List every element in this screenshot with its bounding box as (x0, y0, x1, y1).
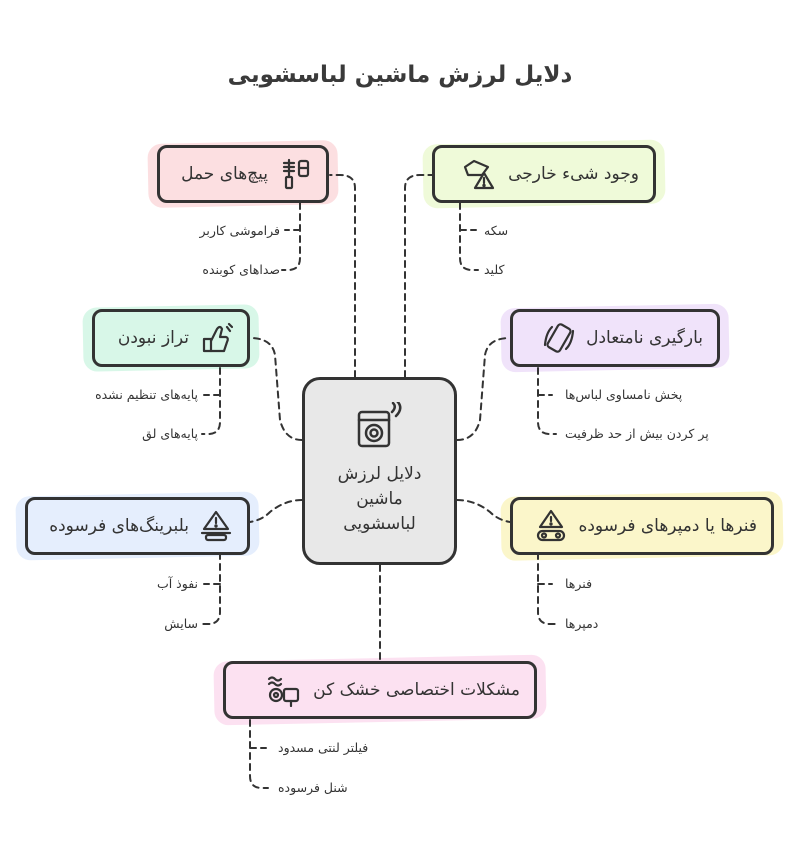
leaf-line-unbalanced-load (537, 367, 557, 435)
connector-worn-bearings (249, 499, 303, 523)
leaf-item: فنرها (565, 576, 593, 591)
branch-label: فنرها یا دمپرهای فرسوده (578, 516, 757, 536)
leaf-item: پر کردن بیش از حد ظرفیت (565, 426, 709, 441)
connector-unbalanced-load (456, 337, 511, 441)
branch-label: بارگیری نامتعادل (586, 328, 703, 348)
leaf-line-springs-dampers (537, 552, 557, 625)
leaf-item: شنل فرسوده (278, 780, 348, 795)
tilted-load-icon (544, 323, 575, 353)
branch-label: بلبرینگ‌های فرسوده (49, 516, 189, 536)
washing-machine-icon (357, 399, 401, 448)
connector-shipping-bolts (329, 174, 356, 378)
leaf-item: نفوذ آب (156, 576, 198, 591)
bolt-tools-icon (282, 158, 310, 190)
leaf-line-dryer-issues (249, 719, 269, 789)
branch-dryer-issues[interactable]: مشکلات اختصاصی خشک کن (213, 654, 547, 726)
leaf-line-uneven-level (201, 367, 221, 435)
branch-shipping-bolts[interactable]: پیچ‌های حمل (147, 140, 339, 208)
object-warning-icon (464, 159, 495, 190)
leaf-line-shipping-bolts (281, 202, 301, 271)
branch-uneven-level[interactable]: تراز نبودن (82, 304, 260, 372)
branch-label: وجود شیء خارجی (508, 164, 639, 184)
leaf-item: سکه (484, 223, 509, 238)
leaf-item: سایش (164, 616, 198, 631)
bearing-warning-icon (200, 510, 232, 542)
branch-label: مشکلات اختصاصی خشک کن (313, 680, 520, 700)
connector-uneven-level (249, 337, 303, 441)
leveling-hand-icon (202, 322, 233, 353)
leaf-item: پایه‌های لق (142, 426, 198, 441)
leaf-item: پایه‌های تنظیم نشده (95, 387, 198, 402)
connector-foreign-object (404, 174, 433, 378)
dryer-icon (268, 676, 300, 707)
leaf-item: دمپرها (565, 616, 599, 631)
leaf-item: کلید (484, 262, 505, 277)
central-topic-node[interactable]: دلایل لرزش ماشین لباسشویی (302, 377, 457, 565)
branch-foreign-object[interactable]: وجود شیء خارجی (422, 139, 666, 209)
spring-warning-icon (537, 509, 566, 542)
central-topic-label: دلایل لرزش ماشین لباسشویی (337, 464, 422, 534)
leaf-item: پخش نامساوی لباس‌ها (565, 387, 683, 402)
leaf-line-foreign-object (459, 202, 479, 271)
branch-springs-dampers[interactable]: فنرها یا دمپرهای فرسوده (500, 491, 784, 561)
connector-springs-dampers (456, 499, 511, 523)
branch-worn-bearings[interactable]: بلبرینگ‌های فرسوده (15, 491, 260, 561)
branch-label: پیچ‌های حمل (181, 164, 268, 184)
leaf-item: فیلتر لنتی مسدود (278, 740, 369, 755)
leaf-line-worn-bearings (201, 552, 221, 625)
leaf-item: صداهای کوبنده (202, 262, 280, 277)
leaf-item: فراموشی کاربر (199, 223, 280, 238)
branch-unbalanced-load[interactable]: بارگیری نامتعادل (500, 303, 730, 373)
page-title: دلایل لرزش ماشین لباسشویی (227, 62, 573, 88)
branch-label: تراز نبودن (117, 328, 189, 348)
